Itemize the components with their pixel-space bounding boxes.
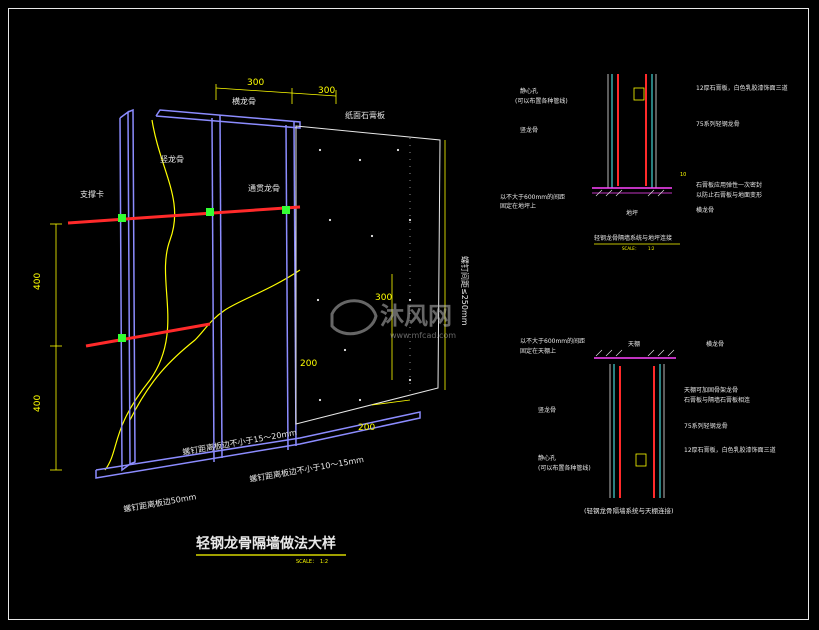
screw-dots (316, 148, 412, 402)
floor-dim-10: 10 (680, 172, 686, 178)
floor-bottom-stud: 横龙骨 (696, 206, 714, 214)
dim-300-mid: 300 (375, 293, 392, 303)
break-line (104, 119, 176, 471)
floor-scale-value: 1:2 (648, 246, 655, 251)
ceil-caption: (轻钢龙骨隔墙系统与天棚连接) (584, 506, 674, 515)
floor-connection-detail: 静心孔 (可以布置各种管线) 竖龙骨 以不大于600mm的间距 固定在地坪上 地… (500, 74, 788, 251)
ceil-seal-note-1: 天棚可加固骨架龙骨 (684, 386, 738, 394)
ceil-fix-note-2: 固定在天棚上 (520, 347, 556, 355)
watermark-logo-icon (330, 299, 378, 336)
ceil-stud-series: 75系列轻钢龙骨 (684, 422, 728, 430)
break-line-2 (129, 269, 301, 421)
top-track (155, 109, 301, 129)
label-board: 纸面石膏板 (345, 110, 385, 120)
brace-clips (118, 206, 290, 342)
main-scale-label: SCALE： (296, 559, 317, 565)
main-scale-value: 1:2 (320, 559, 328, 565)
floor-label-jointing: 静心孔 (520, 87, 538, 95)
dimension-lines (50, 84, 446, 471)
watermark-brand: 沐风网 (380, 302, 452, 330)
label-edge-1: 螺钉距离板边不小于15～20mm (182, 427, 298, 457)
floor-seal-note-2: 以防止石膏板与地面变形 (696, 191, 762, 199)
ceil-seal-note-2: 石膏板与隔墙石膏板相连 (684, 396, 750, 404)
ceil-label-jointing-sub: (可以布置各种管线) (538, 464, 591, 472)
floor-fix-note-2: 固定在地坪上 (500, 202, 536, 210)
label-nail-spacing: 螺钉间距≤250mm (460, 256, 470, 326)
ceil-label-ceiling: 天棚 (628, 340, 640, 348)
vertical-studs (119, 108, 297, 472)
label-top-track: 横龙骨 (232, 96, 256, 106)
ceil-label-vertical: 竖龙骨 (538, 406, 556, 414)
ceil-label-top-stud: 横龙骨 (706, 340, 724, 348)
floor-stud-series: 75系列轻钢龙骨 (696, 120, 740, 128)
floor-caption: 轻钢龙骨隔墙系统与地坪连接 (594, 234, 672, 242)
floor-seal-note-1: 石膏板应用弹性一次密封 (696, 181, 762, 189)
label-edge-3: 螺钉距离板边50mm (123, 491, 198, 514)
floor-board-note: 12厚石膏板，白色乳胶漆饰面三道 (696, 84, 788, 92)
plasterboard (295, 125, 441, 425)
floor-scale-label: SCALE： (622, 246, 639, 251)
dim-300-top-right: 300 (318, 86, 335, 96)
watermark-url: www.mfcad.com (390, 331, 456, 340)
dim-200-bottom: 200 (358, 423, 375, 433)
label-edge-2: 螺钉距离板边不小于10～15mm (249, 454, 365, 484)
ceiling-connection-detail: 以不大于600mm的间距 固定在天棚上 竖龙骨 静心孔 (可以布置各种管线) 天… (520, 337, 776, 515)
main-title: 轻钢龙骨隔墙做法大样 (196, 535, 336, 552)
ceil-label-jointing: 静心孔 (538, 454, 556, 462)
label-vertical-stud: 竖龙骨 (160, 154, 184, 164)
ceil-board-note: 12厚石膏板，白色乳胶漆饰面三道 (684, 446, 776, 454)
floor-label-vertical: 竖龙骨 (520, 126, 538, 134)
through-studs (67, 205, 301, 348)
floor-label-ground: 地坪 (626, 209, 638, 217)
floor-label-jointing-sub: (可以布置各种管线) (515, 97, 568, 105)
label-brace: 支撑卡 (80, 189, 104, 199)
watermark: 沐风网 www.mfcad.com (330, 299, 456, 340)
dim-300-top-left: 300 (247, 78, 264, 88)
floor-fix-note-1: 以不大于600mm的间距 (500, 193, 565, 201)
dim-200-mid: 200 (300, 359, 317, 369)
ceil-fix-note-1: 以不大于600mm的间距 (520, 337, 585, 345)
dim-400-upper: 400 (33, 273, 43, 290)
bottom-track (95, 411, 421, 479)
label-through-stud: 通贯龙骨 (248, 183, 280, 193)
dim-400-lower: 400 (33, 395, 43, 412)
